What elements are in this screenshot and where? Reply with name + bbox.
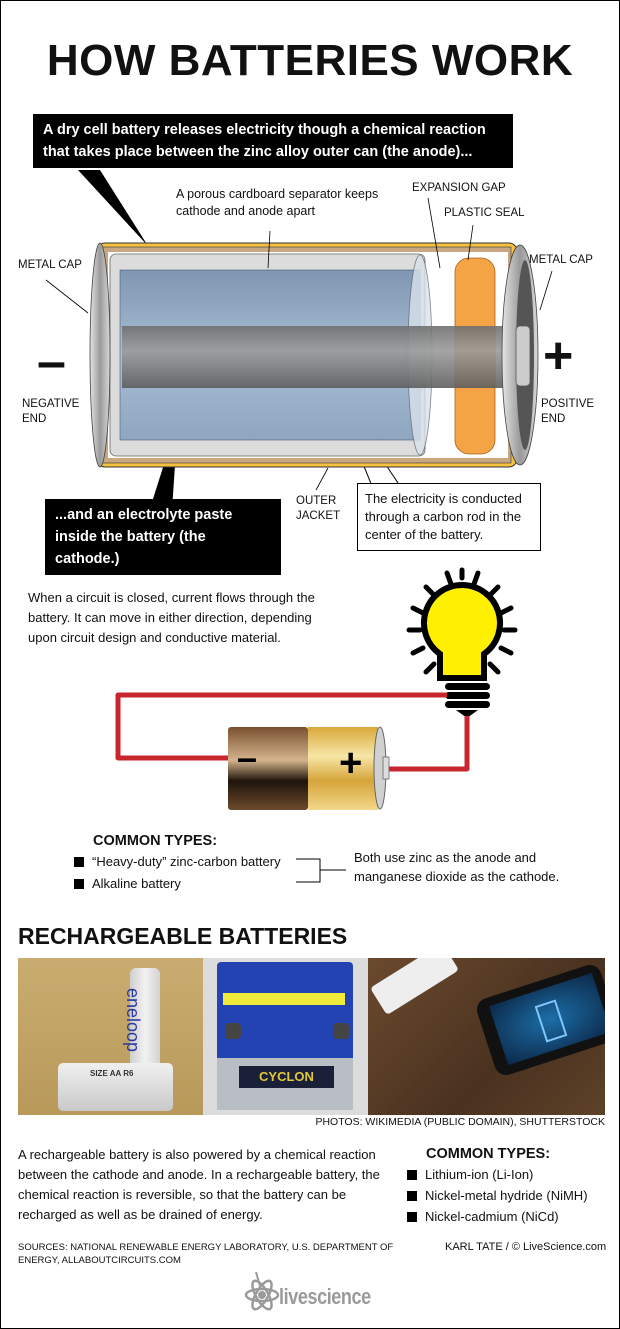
light-rays (406, 567, 518, 675)
rechargeable-description: A rechargeable battery is also powered b… (18, 1147, 380, 1222)
rechargeable-type-item: Nickel-cadmium (NiCd) (407, 1206, 559, 1227)
atom-splash-icon (244, 1271, 280, 1311)
rechargeable-heading: RECHARGEABLE BATTERIES (18, 923, 348, 949)
anode-callout: A dry cell battery releases electricity … (33, 114, 513, 168)
common-types-heading: COMMON TYPES: (93, 833, 218, 849)
expansion-gap-label: EXPANSION GAP (412, 182, 506, 194)
bullet-icon (74, 878, 84, 889)
cathode-callout: ...and an electrolyte paste inside the b… (45, 499, 281, 575)
negative-end-label: NEGATIVE END (22, 398, 80, 425)
positive-end-label: POSITIVE END (541, 398, 595, 425)
battery-negative-sign: – (237, 737, 258, 778)
negative-sign-icon: – (37, 333, 66, 391)
metal-cap-right-label: METAL CAP (529, 254, 593, 266)
photo-eneloop-batteries: eneloop SIZE AA R6 (18, 958, 203, 1115)
author-credit: KARL TATE / © LiveScience.com (445, 1241, 607, 1253)
bullet-icon (407, 1211, 417, 1222)
rechargeable-type-item: Nickel-metal hydride (NiMH) (407, 1185, 588, 1206)
livescience-logo: livescience (242, 1268, 382, 1318)
positive-sign-icon: + (543, 327, 574, 385)
battery-cross-section-diagram (45, 170, 553, 540)
bullet-icon (407, 1169, 417, 1180)
bracket-connector (296, 858, 346, 883)
plastic-seal-label: PLASTIC SEAL (444, 207, 525, 219)
circuit-description: When a circuit is closed, current flows … (28, 590, 315, 645)
circuit-diagram (115, 567, 518, 810)
sources-text: SOURCES: NATIONAL RENEWABLE ENERGY LABOR… (18, 1242, 394, 1266)
carbon-rod-callout: The electricity is conducted through a c… (357, 483, 541, 551)
rechargeable-types-heading: COMMON TYPES: (426, 1146, 551, 1162)
photo-car-battery: CYCLON (203, 958, 368, 1115)
bullet-icon (407, 1190, 417, 1201)
common-type-item: Alkaline battery (74, 873, 181, 894)
outer-jacket-label: OUTER JACKET (296, 495, 341, 522)
battery-positive-sign: + (339, 741, 363, 785)
photo-phone-charging (368, 958, 605, 1115)
common-type-item: “Heavy-duty” zinc-carbon battery (74, 851, 281, 872)
common-types-note: Both use zinc as the anode and manganese… (354, 850, 560, 884)
bullet-icon (74, 856, 84, 867)
photo-credit: PHOTOS: WIKIMEDIA (PUBLIC DOMAIN), SHUTT… (315, 1116, 605, 1128)
separator-label: A porous cardboard separator keeps catho… (176, 187, 379, 218)
rechargeable-type-item: Lithium-ion (Li-Ion) (407, 1164, 533, 1185)
metal-cap-left-label: METAL CAP (18, 259, 82, 271)
page-title: HOW BATTERIES WORK (46, 36, 574, 85)
lightbulb-icon (420, 581, 504, 681)
